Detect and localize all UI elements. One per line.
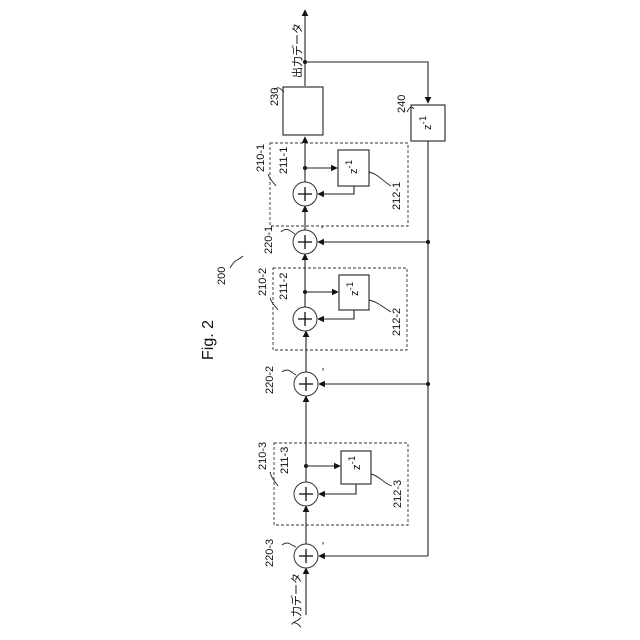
subtractor-220-1-label: 220-1	[263, 226, 275, 254]
figure-title: Fig. 2	[200, 320, 217, 360]
output-label: 出力データ	[290, 23, 304, 78]
subtractor-220-3-label: 220-3	[264, 539, 276, 567]
adder-211-1-label: 211-1	[278, 147, 290, 174]
input-label: 入力データ	[289, 573, 303, 628]
integrator-210-2-label: 210-2	[257, 268, 269, 296]
adder-211-2-label: 211-2	[278, 273, 290, 300]
integrator-210-3-label: 210-3	[257, 442, 269, 470]
adder-211-3-label: 211-3	[279, 447, 291, 474]
delay-212-2-label: 212-2	[391, 308, 403, 336]
integrator-210-1-label: 210-1	[255, 144, 267, 172]
figure-ref-label: 200	[216, 267, 228, 285]
delay-212-3-label: 212-3	[392, 480, 404, 508]
subtractor-220-2-label: 220-2	[264, 366, 276, 394]
subtractor-220-3-sign: -	[317, 541, 329, 545]
block-230	[283, 87, 323, 135]
subtractor-220-2-sign: -	[317, 367, 329, 371]
delay-212-1-label: 212-1	[391, 182, 403, 210]
delay-240-label: 240	[396, 95, 408, 113]
figure-ref-leader	[230, 256, 243, 268]
block-230-label: 230	[269, 88, 281, 106]
